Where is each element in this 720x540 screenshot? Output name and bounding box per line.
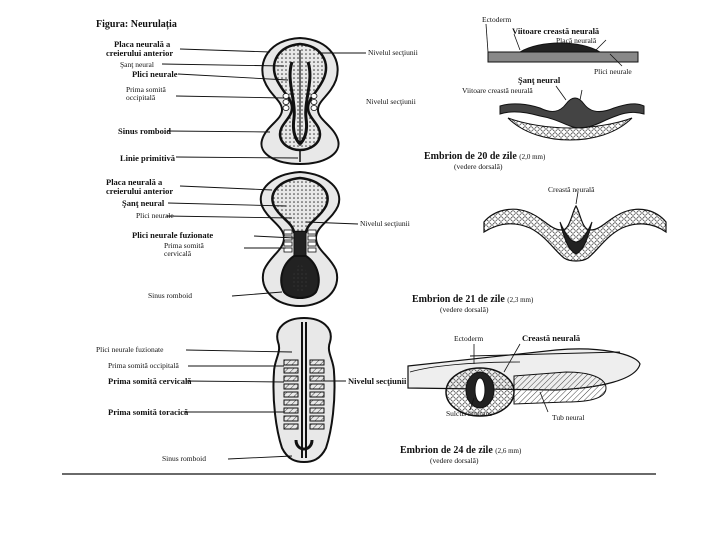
label-20-section-level-a: Nivelul secţiunii	[368, 48, 418, 57]
label-24-neural-tube: Tub neural	[552, 413, 585, 422]
embryo-20-days	[260, 36, 340, 166]
embryo-24-somites	[283, 359, 325, 430]
label-21-neural-plate-2: creierului anterior	[106, 186, 174, 196]
label-21-neural-folds: Plici neurale	[136, 211, 174, 220]
label-24-ectoderm: Ectoderm	[454, 334, 484, 343]
label-20-ectoderm: Ectoderm	[482, 15, 512, 24]
caption-20-size: (2,0 mm)	[519, 153, 546, 161]
section-20-a	[485, 23, 639, 67]
embryo-24-days	[272, 316, 336, 464]
label-21-section-level: Nivelul secţiunii	[360, 219, 410, 228]
label-20-neural-folds-section: Plici neurale	[594, 67, 632, 76]
label-20-neural-folds: Plici neurale	[132, 69, 178, 79]
embryo-21-fused-folds	[293, 232, 307, 257]
label-24-fused-folds: Plici neurale fuzionate	[96, 345, 164, 354]
caption-24-size: (2,6 mm)	[495, 447, 522, 455]
section-20-b	[499, 85, 645, 141]
label-20-neural-plate-section: Placă neurală	[556, 36, 597, 45]
label-20-future-crest-b: Viitoare creastă neurală	[462, 86, 533, 95]
label-21-fused-folds: Plici neurale fuzionate	[132, 230, 214, 240]
leader-21-section-level	[305, 221, 359, 225]
label-21-neural-plate-1: Placa neurală a	[106, 177, 163, 187]
leaders-24-left	[184, 349, 293, 460]
label-20-future-crest-a: Viitoare creastă neurală	[512, 26, 600, 36]
label-24-sulcus-limitans: Sulcus limitans	[446, 409, 493, 418]
embryo-20-somites	[282, 93, 318, 111]
label-24-first-somite-cervical: Prima somită cervicală	[108, 376, 192, 386]
label-24-rhomboid-sinus: Sinus romboid	[162, 454, 206, 463]
caption-20-main: Embrion de 20 de zile	[424, 151, 517, 162]
label-21-first-somite-2: cervicală	[164, 249, 192, 258]
label-20-rhomboid-sinus: Sinus romboid	[118, 126, 171, 136]
leaders-21-left	[165, 185, 295, 297]
caption-20-view: (vedere dorsală)	[454, 162, 503, 171]
label-24-first-somite-occipital: Prima somită occipitală	[108, 361, 179, 370]
caption-20-title: Embrion de 20 de zile (2,0 mm)	[424, 152, 545, 162]
section-24	[407, 343, 641, 417]
label-20-neural-groove-section: Şanţ neural	[518, 75, 561, 85]
caption-21-size: (2,3 mm)	[507, 296, 534, 304]
leaders-20-left	[161, 48, 299, 159]
label-20-neural-plate-1: Placa neurală a	[114, 39, 171, 49]
label-20-section-level-b: Nivelul secţiunii	[366, 97, 416, 106]
label-24-neural-crest: Creastă neurală	[522, 333, 581, 343]
embryo-20-neural-fold-right	[298, 61, 312, 146]
label-20-primitive-line: Linie primitivă	[120, 153, 176, 163]
label-20-neural-groove: Şanţ neural	[120, 60, 154, 69]
caption-21-title: Embrion de 21 de zile (2,3 mm)	[412, 295, 533, 305]
label-20-first-somite-1: Prima somită	[126, 85, 166, 94]
embryo-21-days	[259, 170, 341, 308]
section-21	[483, 191, 667, 262]
label-20-first-somite-2: occipitală	[126, 93, 156, 102]
caption-24-title: Embrion de 24 de zile (2,6 mm)	[400, 446, 521, 456]
label-20-neural-plate-2: creierului anterior	[106, 48, 174, 58]
label-21-neural-groove: Şanţ neural	[122, 198, 165, 208]
label-21-neural-crest: Creastă neurală	[548, 185, 595, 194]
embryo-20-neural-fold-left	[288, 61, 302, 146]
caption-24-view: (vedere dorsală)	[430, 456, 479, 465]
caption-21-view: (vedere dorsală)	[440, 305, 489, 314]
label-21-first-somite-1: Prima somită	[164, 241, 204, 250]
label-21-rhomboid-sinus: Sinus romboid	[148, 291, 192, 300]
label-24-section-level: Nivelul secţiunii	[348, 376, 407, 386]
figure-title: Figura: Neurulația	[96, 19, 177, 30]
label-24-first-somite-thoracic: Prima somită toracică	[108, 407, 189, 417]
caption-24-main: Embrion de 24 de zile	[400, 445, 493, 456]
caption-21-main: Embrion de 21 de zile	[412, 294, 505, 305]
